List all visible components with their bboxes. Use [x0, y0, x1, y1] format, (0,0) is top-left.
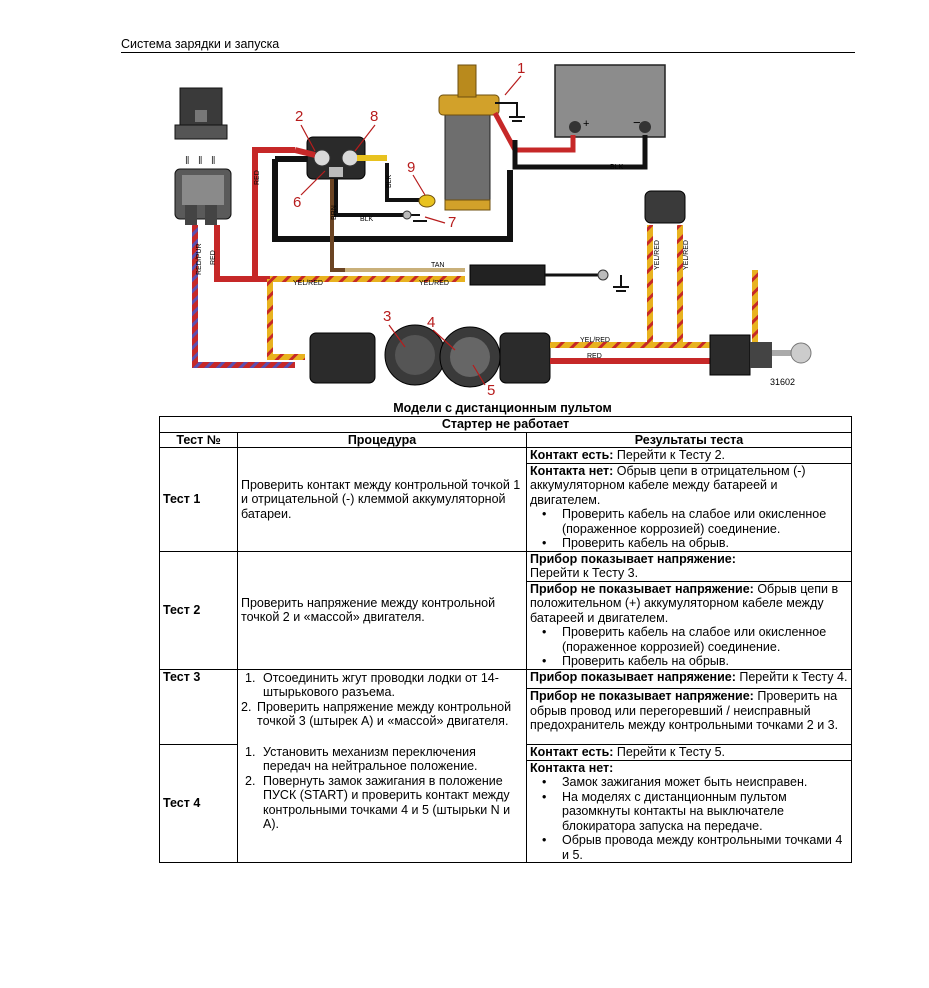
table-row: Прибор не показывает напряжение: Обрыв ц… — [160, 580, 852, 670]
callout-5: 5 — [487, 382, 495, 399]
callout-8: 8 — [370, 108, 378, 125]
result-text: Проверить на обрыв провод или перегоревш… — [530, 689, 839, 732]
result-text: Обрыв цепи в положительном (+) аккумулят… — [530, 581, 839, 625]
wire-label-red-pur: RED/PUR — [196, 243, 203, 275]
wire-label-blk-low: BLK — [610, 164, 624, 171]
page-header: Система зарядки и запуска — [121, 38, 855, 53]
list-item: Проверить кабель на слабое или окисленно… — [530, 507, 848, 536]
callout-4: 4 — [427, 314, 435, 331]
battery-negative-label: − — [633, 115, 641, 130]
engine-harness-connector — [309, 324, 446, 386]
test-3-name: Тест 3 — [159, 668, 238, 745]
fuse-holder: ‖ ‖ ‖ — [174, 155, 232, 225]
callout-2: 2 — [295, 108, 303, 125]
wire-label-tan: TAN — [431, 262, 444, 269]
table-row: Контакта нет: Замок зажигания может быть… — [160, 759, 852, 863]
callout-1: 1 — [517, 60, 525, 77]
result-label: Прибор показывает напряжение: — [530, 669, 736, 684]
test-4-result-1: Контакт есть: Перейти к Тесту 5. — [526, 744, 852, 761]
result-text: Перейти к Тесту 2. — [613, 448, 726, 462]
list-item: 2.Проверить напряжение между контрольной… — [241, 699, 512, 729]
starter-solenoid — [306, 136, 366, 180]
table-row: Прибор не показывает напряжение: Провери… — [160, 688, 852, 745]
result-text: Перейти к Тесту 3. — [530, 566, 639, 580]
table-row: Тест 4 Контакт есть: Перейти к Тесту 5. — [159, 744, 852, 863]
wire-label-brn: BRN — [331, 205, 338, 220]
result-text: Перейти к Тесту 5. — [613, 745, 726, 759]
test-3-steps: 1.Отсоединить жгут проводки лодки от 14-… — [241, 671, 523, 729]
list-item: Проверить кабель на обрыв. — [530, 654, 848, 669]
svg-text:‖: ‖ — [211, 155, 216, 167]
wire-label-yel-red-b: YEL/RED — [419, 280, 449, 287]
test-1-result-1: Контакт есть: Перейти к Тесту 2. — [526, 447, 852, 464]
wire-label-red-bottom: RED — [587, 353, 602, 360]
table-row: Тест 3 1.Отсоединить жгут проводки лодки… — [159, 668, 852, 863]
test-1-procedure: Проверить контакт между контрольной точк… — [237, 447, 527, 552]
test-1-result-2: Контакта нет: Обрыв цепи в отрицательном… — [526, 462, 852, 552]
ignition-switch — [709, 334, 812, 376]
result-label: Прибор не показывает напряжение: — [530, 581, 754, 596]
test-2-result-1: Прибор показывает напряжение: Перейти к … — [526, 550, 852, 582]
wire-label-red-2: RED — [210, 250, 217, 265]
battery: + − — [554, 64, 666, 138]
result-label: Прибор показывает напряжение: — [530, 551, 736, 566]
wire-label-blk-mid: BLK — [360, 216, 374, 223]
test-2-result-2: Прибор не показывает напряжение: Обрыв ц… — [526, 580, 852, 670]
svg-text:‖: ‖ — [198, 155, 203, 167]
list-item: 2.Повернуть замок зажигания в положение … — [245, 773, 511, 832]
test-4-result-2: Контакта нет: Замок зажигания может быть… — [526, 759, 852, 863]
col-header-procedure: Процедура — [237, 431, 527, 448]
wiring-diagram: ‖ ‖ ‖ + − — [174, 60, 812, 399]
test-2-procedure: Проверить напряжение между контрольной т… — [237, 550, 527, 670]
result-text: Перейти к Тесту 4. — [735, 669, 848, 684]
wire-label-yel-red-a: YEL/RED — [293, 280, 323, 287]
test-3-4-procedure: 1.Отсоединить жгут проводки лодки от 14-… — [237, 668, 527, 863]
table-row: Тест 1 Проверить контакт между контрольн… — [159, 447, 852, 552]
table-row: Тест 2 Проверить напряжение между контро… — [159, 550, 852, 670]
test-4-name: Тест 4 — [159, 744, 238, 863]
callout-9: 9 — [407, 159, 415, 176]
starter-motor — [418, 64, 500, 211]
list-item: Проверить кабель на слабое или окисленно… — [530, 625, 848, 654]
table-subtitle: Стартер не работает — [159, 416, 852, 433]
test-table: Стартер не работает Тест № Процедура Рез… — [159, 416, 852, 863]
result-label: Контакта нет: — [530, 463, 614, 478]
list-item: На моделях с дистанционным пультом разом… — [530, 790, 848, 834]
result-text: Обрыв цепи в отрицательном (-) аккумулят… — [530, 463, 806, 507]
battery-positive-label: + — [583, 118, 589, 130]
list-item: Обрыв провода между контрольными точками… — [530, 833, 848, 862]
wire-label-yel-red-c: YEL/RED — [654, 240, 661, 270]
wire-label-red: RED — [254, 170, 261, 185]
callout-6: 6 — [293, 194, 301, 211]
table-caption: Модели с дистанционным пультом — [393, 401, 612, 415]
result-label: Контакта нет: — [530, 760, 614, 775]
list-item: Замок зажигания может быть неисправен. — [530, 775, 848, 790]
col-header-results: Результаты теста — [526, 431, 852, 448]
table-row: Контакта нет: Обрыв цепи в отрицательном… — [160, 462, 852, 552]
callout-3: 3 — [383, 308, 391, 325]
page-header-title: Система зарядки и запуска — [121, 37, 280, 51]
test-1-name: Тест 1 — [159, 447, 238, 552]
test-3-result-2: Прибор не показывает напряжение: Провери… — [526, 688, 852, 745]
wire-label-yel-red-d: YEL/RED — [683, 240, 690, 270]
wire-label-blk-top: BLK — [386, 174, 393, 188]
callout-7: 7 — [448, 214, 456, 231]
test-3-result-1: Прибор показывает напряжение: Перейти к … — [526, 668, 852, 689]
wire-label-yel-red-e: YEL/RED — [580, 337, 610, 344]
relay — [174, 87, 228, 140]
list-item: Проверить кабель на обрыв. — [530, 536, 848, 551]
result-label: Прибор не показывает напряжение: — [530, 689, 754, 703]
svg-text:‖: ‖ — [185, 155, 190, 167]
result-label: Контакт есть: — [530, 448, 614, 462]
figure-number: 31602 — [770, 377, 795, 387]
list-item: 1.Отсоединить жгут проводки лодки от 14-… — [245, 670, 499, 700]
list-item: 1.Установить механизм переключения перед… — [245, 744, 478, 774]
result-label: Контакт есть: — [530, 745, 614, 759]
test-4-steps: 1.Установить механизм переключения перед… — [241, 745, 523, 832]
test-2-name: Тест 2 — [159, 550, 238, 670]
col-header-test: Тест № — [159, 431, 238, 448]
boat-harness-connector — [439, 326, 551, 388]
